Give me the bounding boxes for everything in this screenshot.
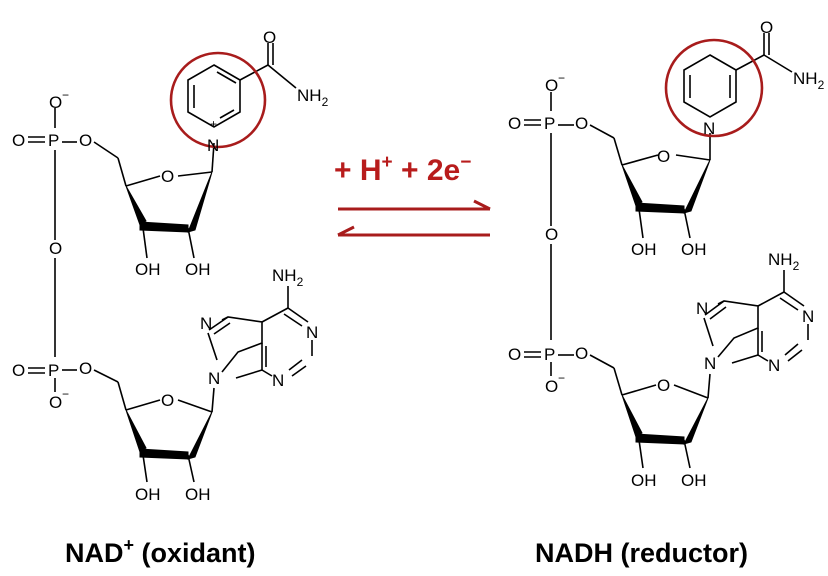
atom-o: O bbox=[760, 18, 773, 37]
atom-n7: N bbox=[200, 314, 212, 333]
atom-oh: OH bbox=[681, 471, 707, 490]
atom-o-ribose: O bbox=[161, 167, 174, 186]
atom-nh2: NH2 bbox=[297, 86, 329, 109]
atom-n7: N bbox=[696, 299, 708, 318]
atom-o-bridge: O bbox=[545, 225, 558, 244]
atom-nh2: NH2 bbox=[768, 250, 800, 273]
nadh-phosphate-bottom bbox=[524, 244, 623, 396]
atom-o-ribose: O bbox=[657, 147, 670, 166]
atom-o-ester: O bbox=[79, 359, 92, 378]
atom-o-ester: O bbox=[79, 131, 92, 150]
atom-nh2: NH2 bbox=[793, 69, 825, 92]
nadh-caption: NADH (reductor) bbox=[535, 538, 748, 568]
nadh-structure: O NH2 N O OH OH − O O P O O bbox=[508, 18, 825, 490]
atom-p: P bbox=[48, 131, 59, 150]
atom-oh: OH bbox=[681, 240, 707, 259]
atom-o-double: O bbox=[508, 114, 521, 133]
nad-plus-phosphate-bottom bbox=[28, 258, 127, 411]
atom-nh2: NH2 bbox=[272, 266, 304, 289]
atom-oh: OH bbox=[631, 471, 657, 490]
nad-plus-caption: NAD+ (oxidant) bbox=[65, 535, 256, 568]
charge-minus: − bbox=[62, 88, 69, 102]
nadh-dihydropyridine-ring bbox=[683, 33, 793, 160]
nad-plus-ring-highlight bbox=[169, 51, 267, 149]
atom-oh: OH bbox=[135, 260, 161, 279]
atom-o-ribose: O bbox=[161, 391, 174, 410]
atom-o-minus: O bbox=[49, 393, 62, 412]
charge-minus: − bbox=[558, 71, 565, 85]
atom-n3: N bbox=[768, 356, 780, 375]
atom-oh: OH bbox=[631, 240, 657, 259]
atom-o-minus: O bbox=[545, 377, 558, 396]
atom-n-pyridine: N bbox=[703, 119, 715, 138]
atom-n9: N bbox=[704, 354, 716, 373]
atom-oh: OH bbox=[185, 260, 211, 279]
atom-n-pyridinium: N bbox=[207, 136, 219, 155]
nadh-phosphate-top bbox=[524, 92, 574, 226]
nad-plus-adenine bbox=[207, 286, 313, 379]
atom-n1: N bbox=[802, 307, 814, 326]
ring-charge-plus: + bbox=[210, 117, 217, 131]
atom-o-double: O bbox=[12, 361, 25, 380]
equilibrium-arrows bbox=[337, 199, 491, 237]
atom-p: P bbox=[544, 114, 555, 133]
nadh-ribose-bottom bbox=[621, 373, 711, 469]
nadh-adenine bbox=[703, 270, 809, 364]
atom-o-ester: O bbox=[575, 344, 588, 363]
atom-o-ester: O bbox=[575, 114, 588, 133]
atom-o-minus: O bbox=[49, 93, 62, 112]
nad-plus-phosphate-top bbox=[28, 108, 77, 240]
charge-minus: − bbox=[558, 371, 565, 385]
atom-n3: N bbox=[272, 371, 284, 390]
nad-plus-ribose-bottom bbox=[125, 387, 215, 483]
reaction-label: + H+ + 2e− bbox=[334, 152, 471, 187]
atom-o-double: O bbox=[508, 345, 521, 364]
atom-p: P bbox=[48, 361, 59, 380]
atom-p: P bbox=[544, 345, 555, 364]
nadh-ring-highlight bbox=[664, 38, 764, 138]
nad-plus-ribose-top bbox=[93, 141, 213, 259]
atom-o-double: O bbox=[12, 131, 25, 150]
nad-plus-nicotinamide-ring bbox=[187, 43, 297, 173]
atom-n9: N bbox=[208, 369, 220, 388]
charge-minus: − bbox=[62, 387, 69, 401]
nad-plus-structure: O NH2 N + O OH OH − O O P bbox=[12, 28, 329, 504]
atom-n1: N bbox=[306, 323, 318, 342]
atom-o-ribose: O bbox=[657, 376, 670, 395]
atom-o-bridge: O bbox=[49, 239, 62, 258]
atom-o: O bbox=[263, 28, 276, 47]
atom-oh: OH bbox=[135, 485, 161, 504]
atom-oh: OH bbox=[185, 485, 211, 504]
nadh-ribose-top bbox=[589, 124, 711, 239]
atom-o-minus: O bbox=[545, 76, 558, 95]
